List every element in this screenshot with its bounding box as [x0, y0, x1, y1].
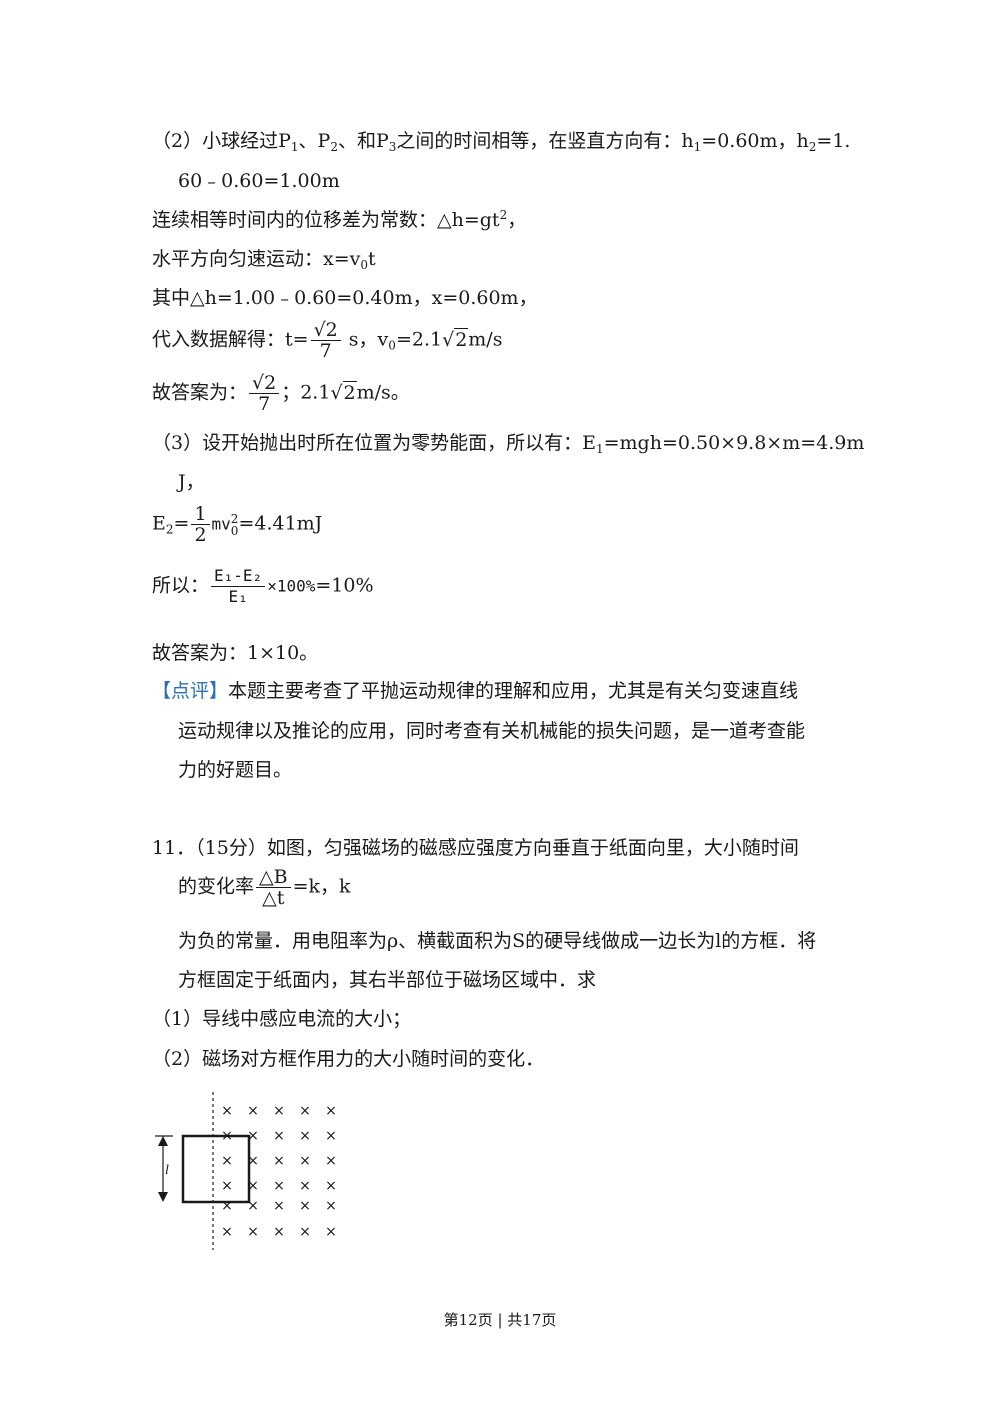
q11-line1: 11．（15分）如图，匀强磁场的磁感应强度方向垂直于纸面向里，大小随时间 — [152, 837, 799, 859]
q11-line5: （1）导线中感应电流的大小； — [152, 1008, 412, 1030]
cross-mark: × — [247, 1153, 259, 1169]
cross-mark: × — [325, 1178, 337, 1194]
p2-line3: 连续相等时间内的位移差为常数：△h=gt2， — [152, 208, 527, 231]
cross-mark: × — [325, 1103, 337, 1119]
review-line3: 力的好题目。 — [178, 759, 293, 781]
cross-mark: × — [325, 1128, 337, 1144]
cross-mark: × — [247, 1198, 259, 1214]
cross-mark: × — [247, 1103, 259, 1119]
length-label: l — [165, 1163, 169, 1178]
cross-mark: × — [325, 1153, 337, 1169]
cross-mark: × — [299, 1178, 311, 1194]
cross-mark: × — [299, 1224, 311, 1240]
q11-line2: 的变化率△B△t=k，k — [178, 866, 351, 909]
p3-line5: 故答案为：1×10。 — [152, 642, 319, 664]
square-frame — [181, 1134, 251, 1204]
length-down-arrow — [158, 1192, 168, 1202]
length-up-arrow — [158, 1136, 168, 1146]
cross-mark: × — [221, 1103, 233, 1119]
cross-mark: × — [299, 1128, 311, 1144]
q11-line4: 方框固定于纸面内，其右半部位于磁场区域中．求 — [178, 969, 597, 991]
review-tag: 【点评】 — [152, 680, 229, 702]
p2-line4: 水平方向匀速运动：x=v0t — [152, 248, 376, 272]
cross-mark: × — [299, 1198, 311, 1214]
cross-mark: × — [299, 1103, 311, 1119]
field-crosses: × × × × × × × × × × × × × × × × × × × × × × × × × × × × × × — [221, 1103, 337, 1240]
cross-mark: × — [247, 1224, 259, 1240]
q11-line3: 为负的常量．用电阻率为ρ、横截面积为S的硬导线做成一边长为l的方框．将 — [178, 930, 817, 952]
p3-line1: （3）设开始抛出时所在位置为零势能面，所以有：E1=mgh=0.50×9.8×m… — [152, 432, 865, 456]
cross-mark: × — [221, 1153, 233, 1169]
cross-mark: × — [221, 1178, 233, 1194]
q11-line6: （2）磁场对方框作用力的大小随时间的变化． — [152, 1048, 545, 1070]
magnetic-field-figure: l × × × × × × × × × × × × × × × × × × × × × × × × × × × × × × — [155, 1092, 337, 1250]
rate-fraction: △B△t — [256, 867, 291, 908]
cross-mark: × — [273, 1128, 285, 1144]
cross-mark: × — [273, 1103, 285, 1119]
cross-mark: × — [221, 1198, 233, 1214]
cross-mark: × — [273, 1178, 285, 1194]
cross-mark: × — [221, 1224, 233, 1240]
review-line1: 【点评】本题主要考查了平抛运动规律的理解和应用，尤其是有关匀变速直线 — [152, 680, 799, 702]
cross-mark: × — [325, 1224, 337, 1240]
cross-mark: × — [273, 1198, 285, 1214]
p2-line1: （2）小球经过P1、P2、和P3之间的时间相等，在竖直方向有：h1=0.60m，… — [152, 130, 851, 154]
cross-mark: × — [247, 1178, 259, 1194]
cross-mark: × — [247, 1128, 259, 1144]
p2-line5: 其中△h=1.00﹣0.60=0.40m，x=0.60m， — [152, 287, 538, 309]
p2-line2: 60﹣0.60=1.00m — [178, 170, 340, 192]
p3-line2: J， — [178, 471, 205, 493]
cross-mark: × — [273, 1224, 285, 1240]
review-line2: 运动规律以及推论的应用，同时考查有关机械能的损失问题，是一道考查能 — [178, 720, 806, 742]
page-footer: 第12页 | 共17页 — [443, 1311, 557, 1329]
cross-mark: × — [299, 1153, 311, 1169]
cross-mark: × — [221, 1128, 233, 1144]
cross-mark: × — [325, 1198, 337, 1214]
cross-mark: × — [273, 1153, 285, 1169]
